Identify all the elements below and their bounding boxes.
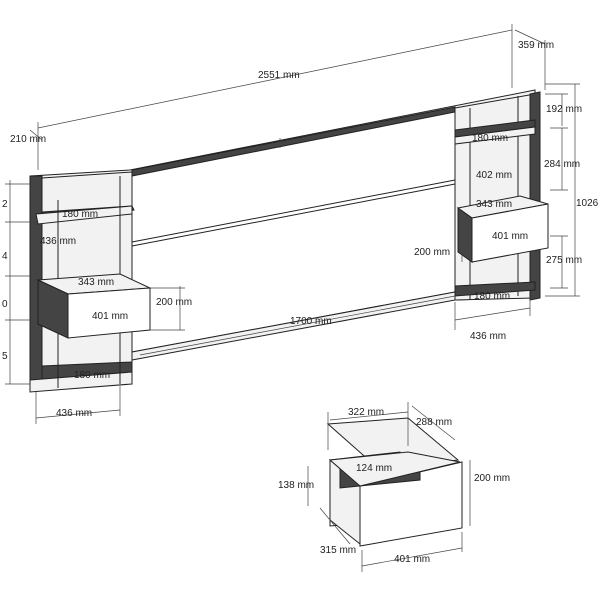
label-right-drawer-front: 401 mm bbox=[492, 231, 528, 242]
label-left-c: 0 bbox=[2, 299, 8, 310]
label-left-drawer-front: 401 mm bbox=[92, 311, 128, 322]
label-left-unit-w-top: 436 mm bbox=[40, 236, 76, 247]
label-left-drawer-h: 200 mm bbox=[156, 297, 192, 308]
label-total-height: 1026 mm bbox=[576, 198, 600, 209]
label-right-shelf-w1: 180 mm bbox=[472, 133, 508, 144]
label-right-gap: 284 mm bbox=[544, 159, 580, 170]
label-right-top-shelf: 192 mm bbox=[546, 104, 582, 115]
label-center-w: 1700 mm bbox=[290, 316, 332, 327]
dimension-lines bbox=[5, 24, 580, 424]
label-drawer-front-h: 200 mm bbox=[474, 473, 510, 484]
label-right-drawer-d: 343 mm bbox=[476, 199, 512, 210]
right-shelf-unit bbox=[454, 91, 549, 301]
label-right-unit-w: 436 mm bbox=[470, 331, 506, 342]
label-drawer-side-h: 138 mm bbox=[278, 480, 314, 491]
label-left-b: 4 bbox=[2, 251, 8, 262]
drawer-detail bbox=[307, 402, 471, 572]
label-total-width: 2551 mm bbox=[258, 70, 300, 81]
label-drawer-width-top: 322 mm bbox=[348, 407, 384, 418]
label-depth-right: 359 mm bbox=[518, 40, 554, 51]
label-left-shelf-w2: 180 mm bbox=[74, 370, 110, 381]
label-drawer-depth-bottom: 315 mm bbox=[320, 545, 356, 556]
label-left-a: 2 bbox=[2, 199, 8, 210]
label-left-unit-w: 436 mm bbox=[56, 408, 92, 419]
label-right-shelf-w2: 180 mm bbox=[474, 291, 510, 302]
label-right-drawer-w: 402 mm bbox=[476, 170, 512, 181]
label-right-lower: 275 mm bbox=[546, 255, 582, 266]
center-panel-split bbox=[131, 179, 456, 243]
label-drawer-inner: 124 mm bbox=[356, 463, 392, 474]
label-left-shelf-w1: 180 mm bbox=[62, 209, 98, 220]
label-left-d: 5 bbox=[2, 351, 8, 362]
label-depth-left: 210 mm bbox=[10, 134, 46, 145]
label-drawer-front-w: 401 mm bbox=[394, 554, 430, 565]
label-left-drawer-d: 343 mm bbox=[78, 277, 114, 288]
left-shelf-unit bbox=[29, 171, 152, 393]
label-drawer-depth: 288 mm bbox=[416, 417, 452, 428]
label-right-drawer-h: 200 mm bbox=[414, 247, 450, 258]
